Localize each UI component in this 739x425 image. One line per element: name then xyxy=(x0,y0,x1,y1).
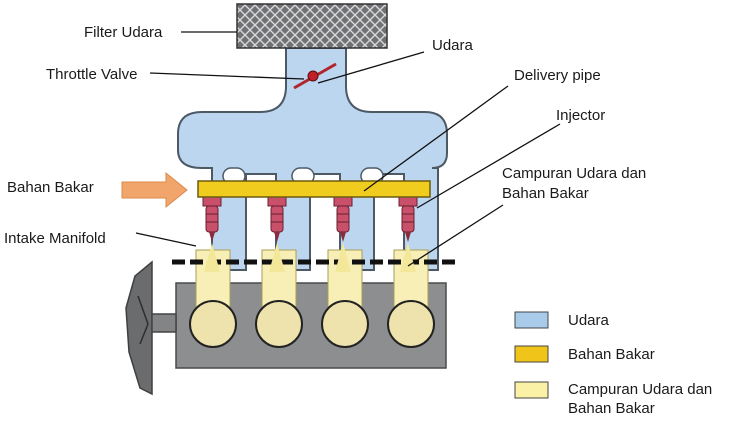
injectors xyxy=(202,196,418,242)
legend-swatch-udara xyxy=(514,311,549,329)
label-bahan-bakar: Bahan Bakar xyxy=(7,179,94,196)
legend-label-campuran-line2: Bahan Bakar xyxy=(568,400,655,417)
flywheel xyxy=(125,260,177,396)
label-filter-udara: Filter Udara xyxy=(84,24,163,41)
air-filter xyxy=(236,3,388,49)
fuel-inlet-arrow xyxy=(121,171,188,209)
spray-cones xyxy=(204,243,416,272)
leader-lines xyxy=(135,31,561,267)
label-campuran-line2: Bahan Bakar xyxy=(502,185,589,202)
legend-label-bahan-bakar: Bahan Bakar xyxy=(568,346,655,363)
intake-manifold-body xyxy=(177,47,448,271)
legend-label-campuran-line1: Campuran Udara dan xyxy=(568,381,712,398)
label-delivery-pipe: Delivery pipe xyxy=(514,67,601,84)
legend-swatch-bahan-bakar xyxy=(514,345,549,363)
label-udara: Udara xyxy=(432,37,474,54)
label-campuran-line1: Campuran Udara dan xyxy=(502,165,646,182)
delivery-pipe xyxy=(197,180,431,198)
label-intake-manifold: Intake Manifold xyxy=(4,230,106,247)
label-injector: Injector xyxy=(556,107,605,124)
legend: Udara Bahan Bakar Campuran Udara dan Bah… xyxy=(514,311,712,417)
throttle-valve xyxy=(293,62,337,90)
legend-label-udara: Udara xyxy=(568,312,610,329)
label-throttle-valve: Throttle Valve xyxy=(46,66,137,83)
legend-swatch-campuran xyxy=(514,381,549,399)
